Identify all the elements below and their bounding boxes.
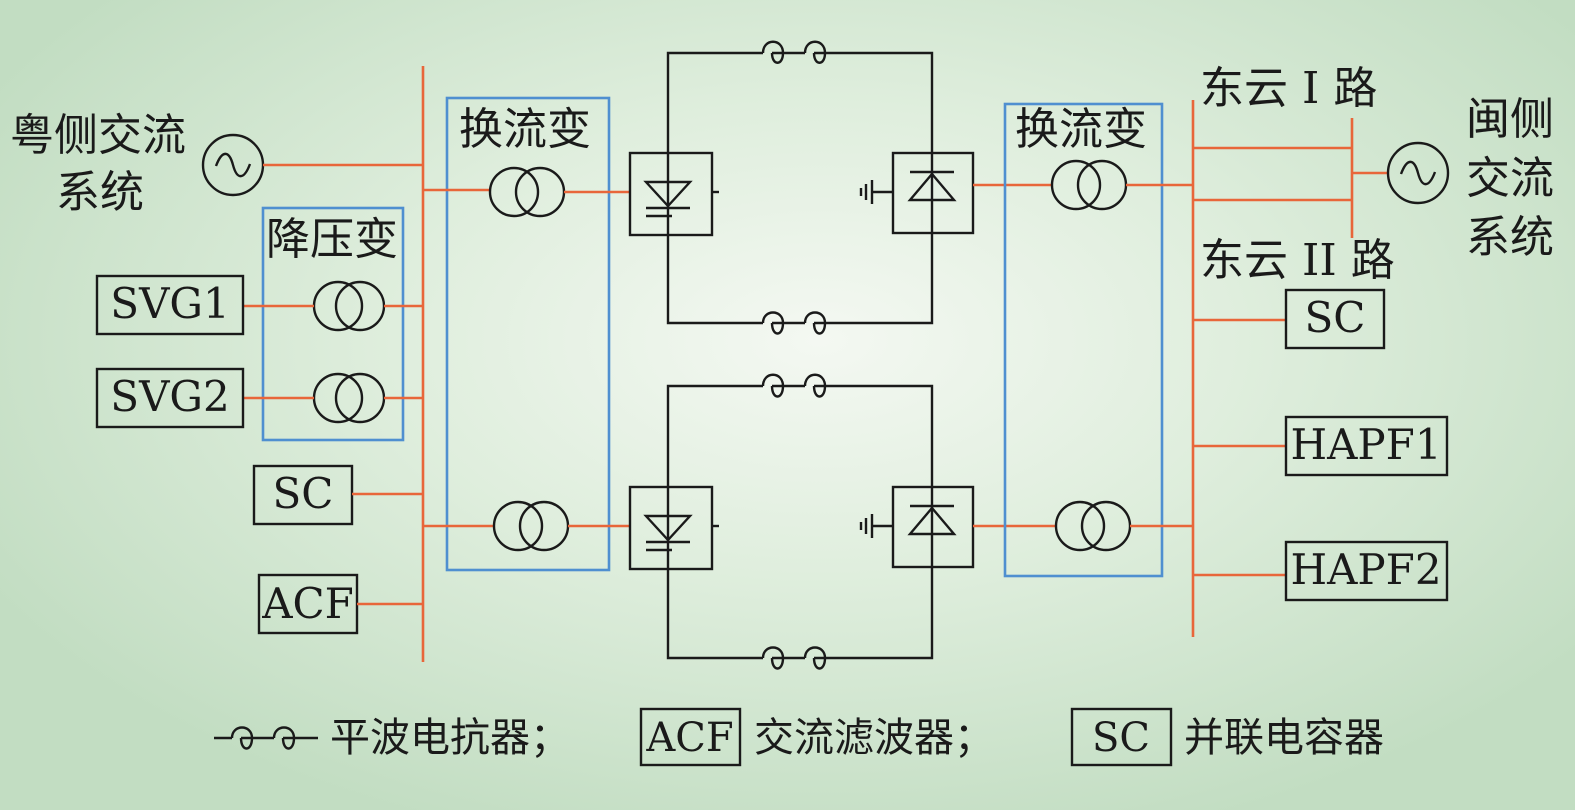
left-system-label-1: 粤侧交流 [10,110,186,161]
svg2-box: SVG2 [95,367,245,429]
right-ac-system: 闽侧 交流 系统 [1386,94,1554,263]
upper-converter-right [859,151,1052,235]
legend-acf-text: 交流滤波器； [754,715,994,761]
left-acf-label: ACF [261,579,354,628]
legend-reactor-symbol [214,726,318,750]
legend-sc-box: SC [1070,707,1173,767]
upper-dc-circuit [666,40,934,335]
line2-label: 东云 II 路 [1200,235,1395,286]
right-sc-label: SC [1305,293,1366,342]
left-sc-box: SC [252,464,423,526]
right-sc-box: SC [1193,288,1386,350]
step-down-transformer-group: 降压变 [244,206,423,442]
left-converter-transformer-group: 换流变 [423,96,630,572]
hapf2-label: HAPF2 [1290,545,1441,594]
lower-converter-left [628,485,719,571]
hapf2-box: HAPF2 [1193,540,1449,602]
hapf1-box: HAPF1 [1193,415,1449,477]
legend-sc-label: SC [1092,715,1150,761]
legend-acf-label: ACF [645,715,733,761]
legend: 平波电抗器； ACF 交流滤波器； SC 并联电容器 [214,707,1384,767]
legend-sc-text: 并联电容器 [1184,715,1384,761]
right-converter-transformer-label: 换流变 [1015,104,1147,155]
left-acf-box: ACF [257,573,423,635]
svg2-label: SVG2 [110,372,229,421]
left-system-label-2: 系统 [56,167,144,218]
left-converter-transformer-label: 换流变 [459,104,591,155]
svg1-label: SVG1 [110,279,229,328]
right-system-label-2: 交流 [1466,153,1554,204]
upper-converter-left [628,151,719,237]
right-system-label-3: 系统 [1466,212,1554,263]
line1-label: 东云 I 路 [1200,63,1377,114]
legend-reactor-text: 平波电抗器； [330,715,570,761]
lower-converter-right [859,485,1056,569]
svg1-box: SVG1 [95,274,245,336]
legend-acf-box: ACF [639,707,742,767]
hapf1-label: HAPF1 [1290,420,1441,469]
left-sc-label: SC [273,469,334,518]
left-ac-system: 粤侧交流 系统 [10,110,423,218]
step-down-label: 降压变 [266,214,398,265]
lower-dc-circuit [666,373,934,670]
right-system-label-1: 闽侧 [1466,94,1554,145]
transmission-lines: 东云 I 路 东云 II 路 [1193,63,1395,286]
right-converter-transformer-group: 换流变 [1003,102,1193,578]
